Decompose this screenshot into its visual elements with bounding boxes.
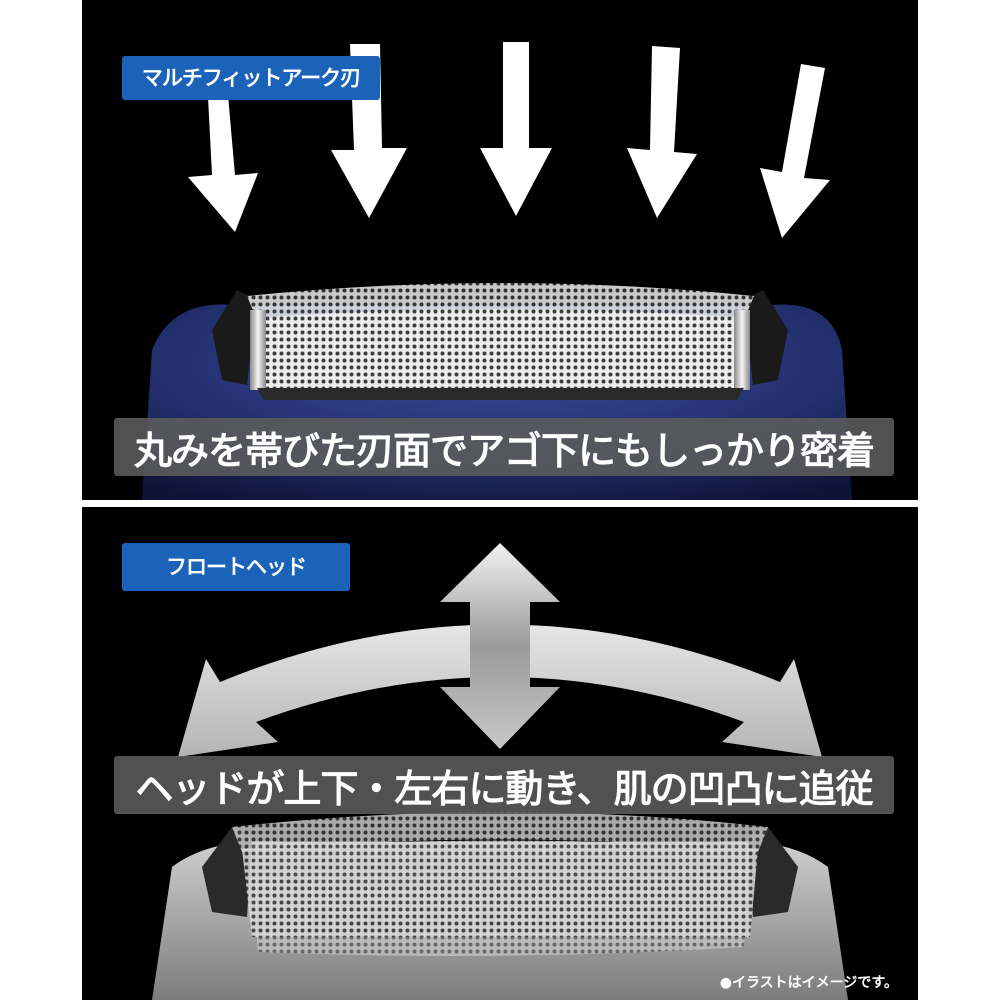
foil-end-right: [734, 310, 750, 390]
down-arrow-icon: [627, 46, 697, 218]
vertical-double-arrow-icon: [440, 543, 560, 749]
multi-fit-arc-blade-panel: マルチフィットアーク刃 丸みを帯びた刃面でアゴ下にもしっかり密着: [82, 0, 918, 500]
feature-badge: マルチフィットアーク刃: [122, 56, 380, 100]
right-clip: [748, 827, 798, 917]
right-clip: [743, 290, 788, 385]
foil-end-left: [250, 310, 266, 390]
feature-caption: 丸みを帯びた刃面でアゴ下にもしっかり密着: [114, 418, 894, 476]
down-arrow-icon: [188, 95, 258, 232]
down-arrow-icon: [760, 64, 830, 238]
feature-caption: ヘッドが上下・左右に動き、肌の凹凸に追従: [114, 756, 894, 814]
down-arrow-icon: [331, 44, 407, 218]
left-clip: [212, 290, 257, 385]
foil-front: [257, 309, 744, 388]
feature-badge: フロートヘッド: [122, 543, 350, 591]
down-arrow-icon: [480, 42, 552, 216]
left-clip: [202, 827, 252, 917]
foil-tilted: [252, 867, 750, 956]
foil-back: [232, 812, 768, 852]
down-arrow-icon-group: [188, 42, 830, 238]
curved-double-arrow-icon: [178, 624, 822, 757]
bottom-illustration: [152, 543, 848, 1000]
float-head-panel: フロートヘッド ヘッドが上下・左右に動き、肌の凹凸に追従 ●イラストはイメージで…: [82, 507, 918, 1000]
illustration-note: ●イラストはイメージです。: [719, 975, 898, 991]
foil-back: [247, 283, 754, 320]
